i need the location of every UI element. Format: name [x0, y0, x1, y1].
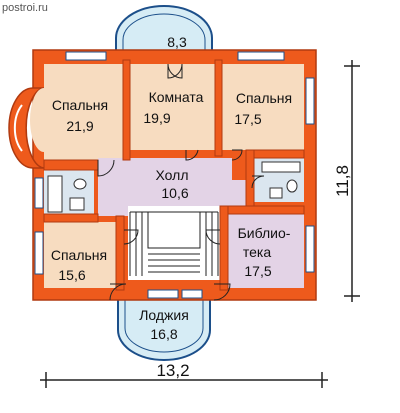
room-hall-name: Холл — [156, 167, 189, 183]
room-bedroom3-area: 15,6 — [58, 267, 85, 283]
width-dimension-line — [40, 372, 328, 388]
room-bedroom2-name: Спальня — [236, 90, 292, 106]
interior-walls — [43, 59, 305, 291]
room-bedroom1-area: 21,9 — [66, 118, 93, 134]
room-bedroom3-name: Спальня — [51, 247, 107, 263]
room-bedroom2-area: 17,5 — [234, 111, 261, 127]
balcony-area: 8,3 — [167, 34, 187, 50]
room-hall-area: 10,6 — [161, 185, 188, 201]
source-label: postroi.ru — [2, 2, 48, 14]
room-room-area: 19,9 — [143, 110, 170, 126]
room-library-name-cont: тека — [243, 244, 271, 260]
room-loggia-name: Лоджия — [139, 307, 189, 323]
top-balcony — [115, 5, 213, 63]
bathroom-fixtures — [47, 161, 301, 213]
room-room-name: Комната — [149, 89, 204, 105]
loggia-balcony — [117, 289, 211, 361]
room-fills — [30, 64, 304, 288]
height-dimension-label: 11,8 — [333, 165, 352, 197]
room-library-area: 17,5 — [244, 263, 271, 279]
room-loggia-area: 16,8 — [150, 326, 177, 342]
staircase — [129, 211, 219, 276]
doors — [97, 63, 265, 301]
width-dimension-label: 13,2 — [156, 361, 189, 380]
height-dimension-line — [344, 60, 360, 302]
room-library-name: Библио- — [238, 225, 291, 241]
room-bedroom1-name: Спальня — [52, 97, 108, 113]
windows — [34, 51, 315, 299]
